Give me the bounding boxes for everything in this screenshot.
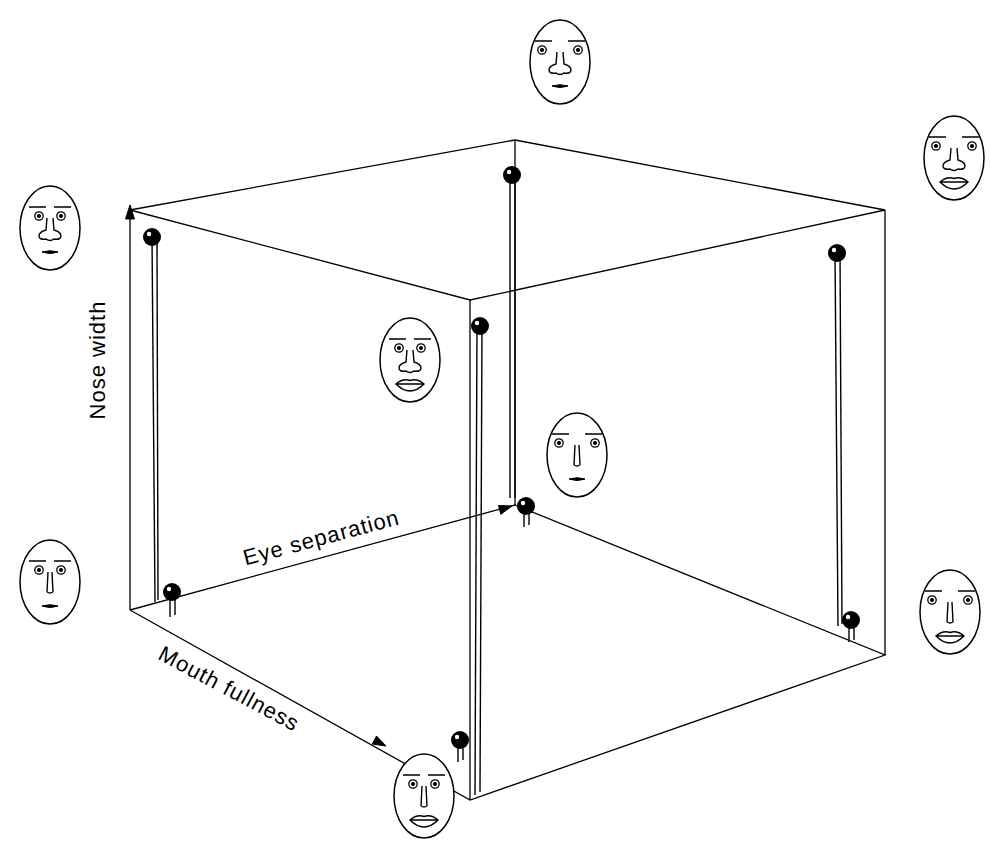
face-glyph (20, 540, 80, 624)
face-glyph (394, 754, 454, 838)
axis-label: Nose width (87, 301, 109, 420)
drop-line (152, 175, 854, 795)
face-glyph (380, 318, 440, 402)
face-glyph (920, 570, 980, 654)
axis-arrowhead (126, 205, 513, 746)
face-glyph (924, 116, 984, 200)
face-glyph (20, 186, 80, 270)
face-glyph (530, 20, 590, 104)
data-point (143, 166, 860, 749)
axis-label: Mouth fullness (155, 643, 303, 736)
face-glyph (547, 413, 607, 497)
axis-label: Eye separation (241, 507, 402, 570)
cube-edges (130, 140, 885, 800)
